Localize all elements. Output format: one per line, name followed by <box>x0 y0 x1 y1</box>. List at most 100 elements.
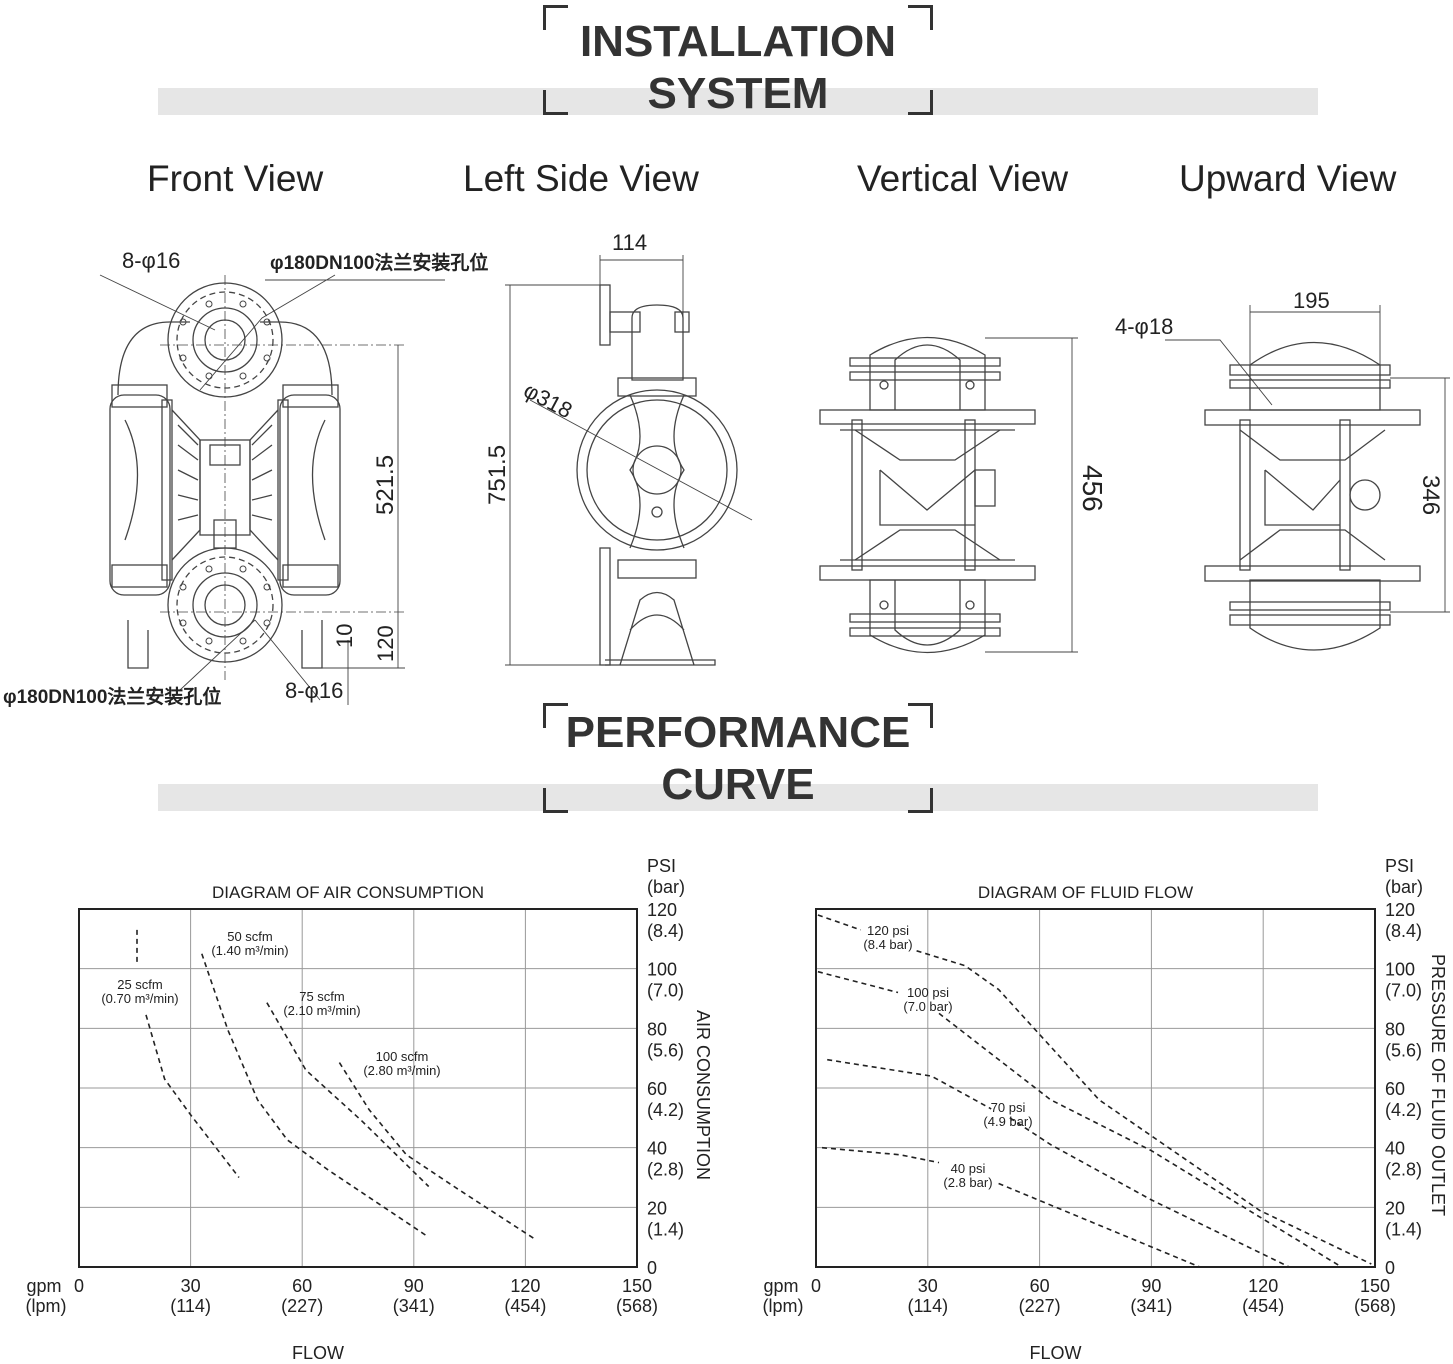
y-axis-label: AIR CONSUMPTION <box>693 1010 713 1180</box>
x-unit-sublabel: (lpm) <box>763 1296 804 1316</box>
x-tick-sublabel: (568) <box>616 1296 658 1316</box>
y-tick-sublabel: (2.8) <box>1385 1160 1422 1180</box>
x-tick-sublabel: (568) <box>1354 1296 1396 1316</box>
y-tick-label: 80 <box>647 1019 667 1039</box>
series-sublabel: (8.4 bar) <box>863 937 912 952</box>
y-tick-label: 60 <box>1385 1079 1405 1099</box>
y-tick-label: 60 <box>647 1079 667 1099</box>
series-line-120-psi <box>916 950 1372 1265</box>
series-line-40-psi <box>998 1182 1201 1268</box>
y-tick-label: 80 <box>1385 1019 1405 1039</box>
installation-title-line2: SYSTEM <box>647 69 829 118</box>
y-tick-sublabel: (8.4) <box>1385 921 1422 941</box>
x-tick-sublabel: (341) <box>1130 1296 1172 1316</box>
y-tick-label: 120 <box>647 900 677 920</box>
y-tick-sublabel: (1.4) <box>647 1219 684 1239</box>
front-view-drawing <box>99 274 445 705</box>
series-line-75-scfm <box>266 1002 430 1188</box>
vertical-height-dimension: 456 <box>1077 465 1108 512</box>
front-view-label: Front View <box>147 158 324 199</box>
x-tick-sublabel: (454) <box>504 1296 546 1316</box>
installation-title-line1: INSTALLATION <box>579 17 897 66</box>
front-flange-top-label: φ180DN100法兰安装孔位 <box>270 251 488 274</box>
x-tick-label: 150 <box>1360 1276 1390 1296</box>
x-tick-label: 120 <box>1248 1276 1278 1296</box>
series-sublabel: (7.0 bar) <box>903 999 952 1014</box>
series-line-70-psi <box>1009 1117 1290 1268</box>
side-width-dimension: 114 <box>612 230 647 255</box>
series-line-100-psi <box>938 1012 1342 1268</box>
x-tick-sublabel: (114) <box>907 1296 948 1316</box>
series-sublabel: (2.80 m³/min) <box>363 1063 440 1078</box>
technical-drawings: 8-φ16 φ180DN100法兰安装孔位 φ180DN100法兰安装孔位 8-… <box>3 230 1450 708</box>
x-tick-label: 60 <box>1030 1276 1050 1296</box>
x-unit-sublabel: (lpm) <box>26 1296 67 1316</box>
vertical-view-label: Vertical View <box>857 158 1069 199</box>
x-axis-label: FLOW <box>292 1343 344 1363</box>
y-unit-sublabel: (bar) <box>1385 877 1423 897</box>
y-tick-label: 100 <box>647 960 677 980</box>
y-tick-label: 40 <box>1385 1139 1405 1159</box>
x-tick-label: 60 <box>292 1276 312 1296</box>
x-tick-label: 30 <box>918 1276 938 1296</box>
series-sublabel: (1.40 m³/min) <box>211 943 288 958</box>
x-tick-label: 30 <box>181 1276 201 1296</box>
y-tick-label: 0 <box>647 1258 657 1278</box>
series-line-50-scfm <box>201 953 430 1238</box>
upward-view-label: Upward View <box>1179 158 1397 199</box>
series-label: 75 scfm <box>299 989 345 1004</box>
y-tick-sublabel: (4.2) <box>1385 1100 1422 1120</box>
series-sublabel: (2.8 bar) <box>943 1175 992 1190</box>
plot-frame <box>78 908 638 1268</box>
y-tick-sublabel: (7.0) <box>647 981 684 1001</box>
front-holes-bottom-label: 8-φ16 <box>285 678 343 703</box>
series-label: 120 psi <box>867 923 909 938</box>
y-tick-sublabel: (2.8) <box>647 1160 684 1180</box>
series-line-100-psi <box>817 970 899 994</box>
y-tick-label: 20 <box>647 1198 667 1218</box>
series-label: 50 scfm <box>227 929 273 944</box>
performance-header-band <box>158 784 1318 811</box>
installation-header-frame <box>543 5 933 115</box>
y-tick-sublabel: (1.4) <box>1385 1219 1422 1239</box>
y-tick-label: 0 <box>1385 1258 1395 1278</box>
series-label: 100 psi <box>907 985 949 1000</box>
x-tick-label: 90 <box>1141 1276 1161 1296</box>
front-height-dimension: 521.5 <box>372 455 399 515</box>
y-tick-sublabel: (7.0) <box>1385 981 1422 1001</box>
performance-header-frame <box>543 703 933 813</box>
side-height-dimension: 751.5 <box>484 445 511 505</box>
chart-title: DIAGRAM OF FLUID FLOW <box>978 883 1193 902</box>
upward-view-drawing <box>1165 305 1450 651</box>
plot-frame <box>815 908 1376 1268</box>
y-axis-label: PRESSURE OF FLUID OUTLET <box>1428 954 1448 1216</box>
series-label: 100 scfm <box>376 1049 429 1064</box>
installation-header-band <box>158 88 1318 115</box>
y-tick-label: 120 <box>1385 900 1415 920</box>
y-tick-sublabel: (4.2) <box>647 1100 684 1120</box>
series-sublabel: (4.9 bar) <box>983 1114 1032 1129</box>
upward-width-dimension: 195 <box>1293 288 1330 313</box>
front-holes-top-label: 8-φ16 <box>122 248 180 273</box>
front-flange-bottom-label: φ180DN100法兰安装孔位 <box>3 685 221 708</box>
y-tick-sublabel: (8.4) <box>647 921 684 941</box>
left-side-view-label: Left Side View <box>463 158 699 199</box>
chart-title: DIAGRAM OF AIR CONSUMPTION <box>212 883 484 902</box>
x-tick-label: 0 <box>811 1276 821 1296</box>
y-tick-sublabel: (5.6) <box>647 1040 684 1060</box>
x-tick-sublabel: (227) <box>281 1296 323 1316</box>
y-unit-sublabel: (bar) <box>647 877 685 897</box>
y-unit-label: PSI <box>647 856 676 876</box>
y-unit-label: PSI <box>1385 856 1414 876</box>
series-label: 40 psi <box>951 1161 986 1176</box>
upward-height-dimension: 346 <box>1417 475 1444 515</box>
x-tick-sublabel: (454) <box>1242 1296 1284 1316</box>
x-tick-label: 120 <box>510 1276 540 1296</box>
y-tick-label: 40 <box>647 1139 667 1159</box>
y-tick-label: 100 <box>1385 960 1415 980</box>
front-120-dimension: 120 <box>373 625 398 662</box>
x-tick-label: 150 <box>622 1276 652 1296</box>
left-side-view-drawing <box>505 255 753 666</box>
